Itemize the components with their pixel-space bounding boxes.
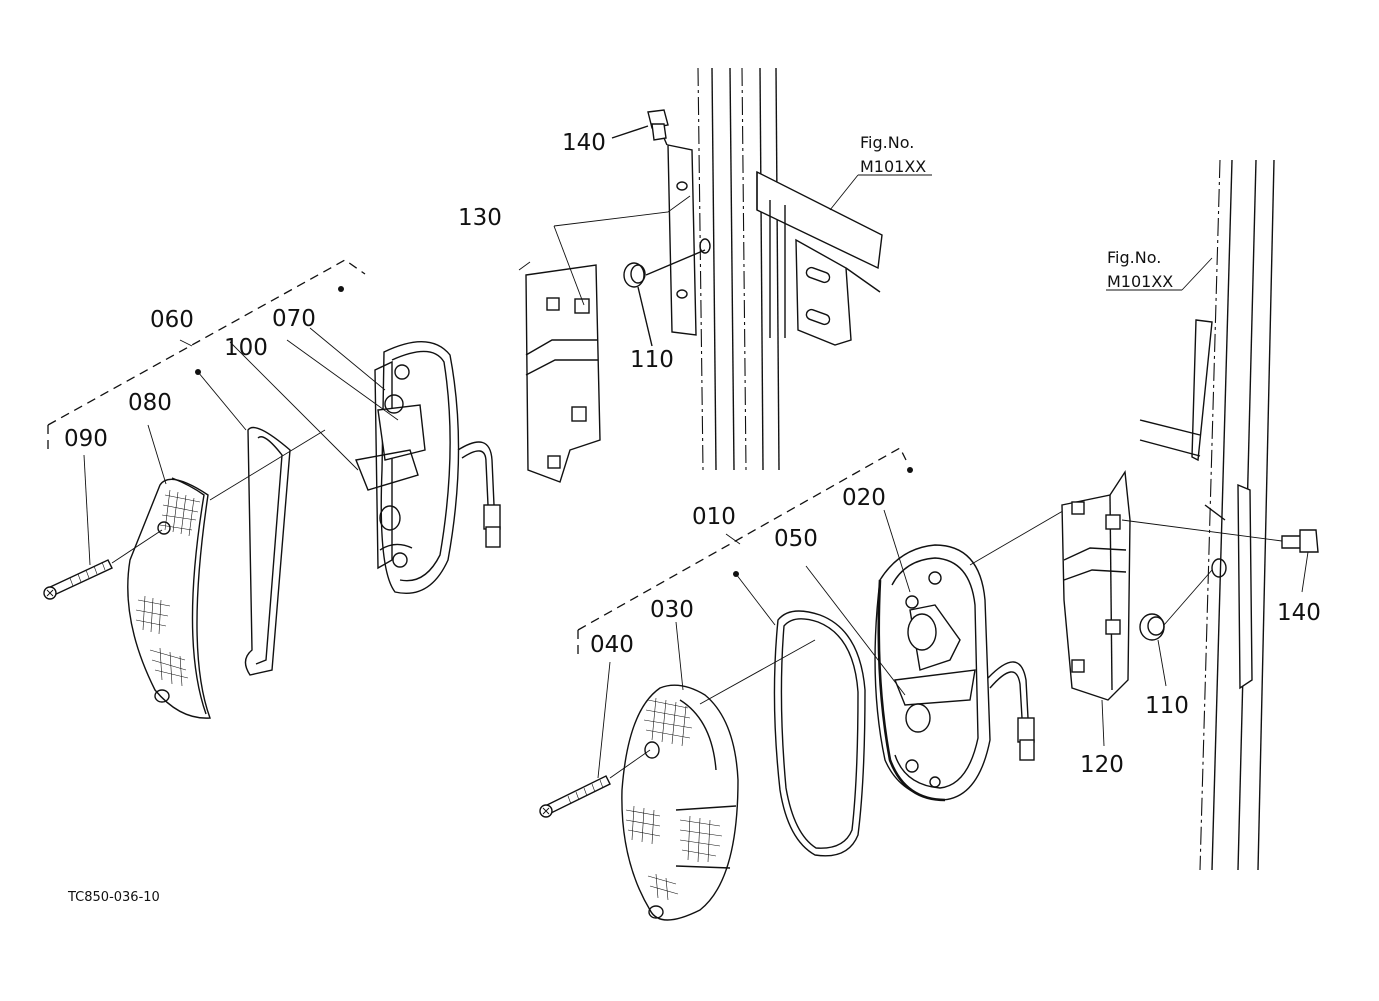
group-010-lower-lamp [539,447,1069,921]
part-130-upper-bracket [518,195,691,483]
label-090: 090 [64,426,108,452]
label-080: 080 [128,390,172,416]
cab-frame-upper [667,67,883,471]
label-060: 060 [150,307,194,333]
label-020: 020 [842,485,886,511]
fig-ref-1-number: M101XX [860,157,926,176]
part-120-lower-bracket [1061,469,1131,747]
label-040: 040 [590,632,634,658]
fig-ref-1-title: Fig.No. [860,133,914,152]
label-100: 100 [224,335,268,361]
fig-ref-2-title: Fig.No. [1107,248,1161,267]
cab-frame-right [1139,159,1275,871]
label-140-upper: 140 [562,130,606,156]
label-130: 130 [458,205,502,231]
label-140-lower: 140 [1277,600,1321,626]
fig-ref-2-number: M101XX [1107,272,1173,291]
label-110-upper: 110 [630,347,674,373]
part-110-lower-grommet [1139,569,1213,687]
part-140-upper-bolt [611,109,669,146]
part-140-lower-bolt [1121,519,1319,593]
label-010: 010 [692,504,736,530]
label-050: 050 [774,526,818,552]
label-070: 070 [272,306,316,332]
label-030: 030 [650,597,694,623]
group-060-upper-lamp [43,259,501,719]
label-110-lower: 110 [1145,693,1189,719]
label-120: 120 [1080,752,1124,778]
figure-code: TC850-036-10 [67,890,160,905]
part-110-upper-grommet [623,249,706,347]
